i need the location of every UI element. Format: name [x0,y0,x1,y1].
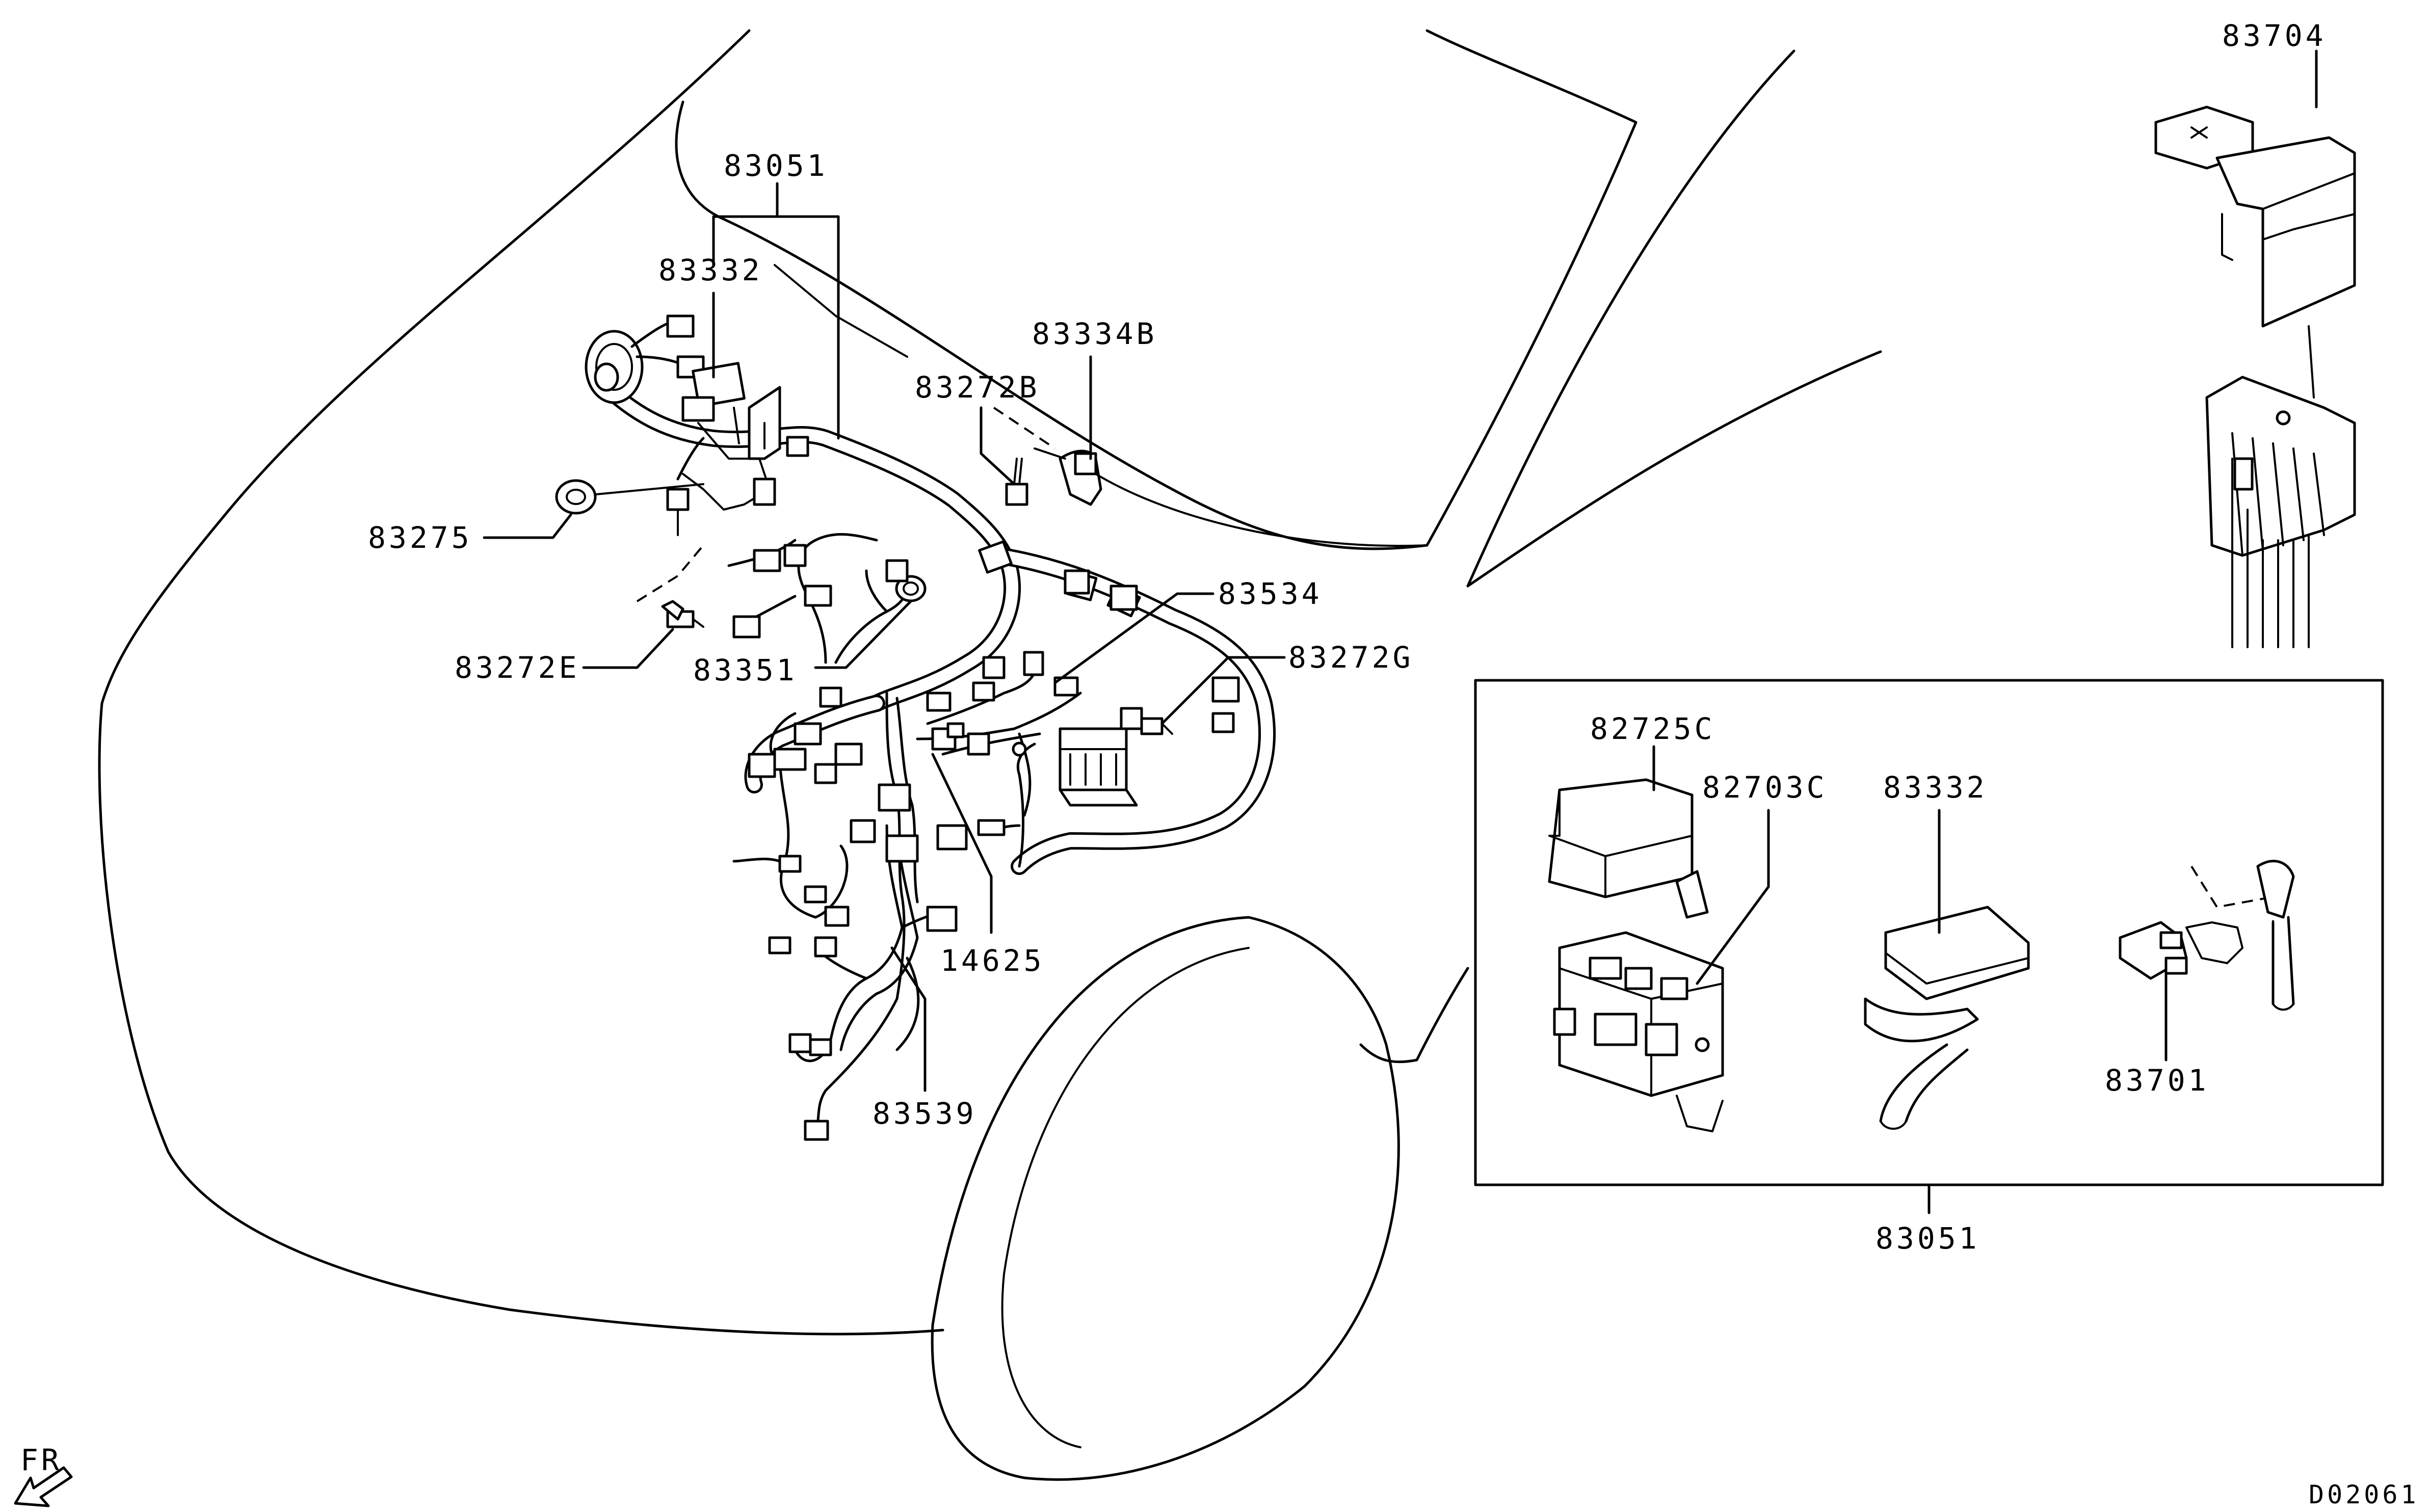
label-83272G: 83272G [1288,640,1414,675]
label-83704: 83704 [2222,18,2327,53]
part-labels: 83051 83332 83334B 83272B 83275 83272E 8… [368,18,2327,1256]
front-direction-marker: FR [14,1443,73,1507]
label-83534: 83534 [1218,576,1323,611]
component-83704 [2154,105,2356,648]
inset-leader-lines [1652,49,2318,1214]
vehicle-body-outline [98,29,1882,1481]
label-83351: 83351 [693,653,798,687]
label-83701: 83701 [2105,1063,2209,1098]
label-83272E: 83272E [455,650,580,685]
label-14625: 14625 [940,943,1045,978]
label-83051-inset: 83051 [1876,1221,1980,1256]
label-83332-top: 83332 [658,253,763,287]
diagram-id: D02061 [2309,1480,2419,1509]
label-83051-top: 83051 [724,148,828,183]
arrow-down-left-icon [14,1466,73,1507]
label-83275: 83275 [368,520,472,555]
label-83332-inset: 83332 [1883,770,1988,805]
harness-connectors [555,314,1240,1141]
front-label: FR [20,1443,62,1477]
label-83539: 83539 [873,1096,977,1131]
label-82703C: 82703C [1702,770,1828,805]
inset-panel [1474,679,2384,1186]
leader-lines [483,182,1428,1092]
label-82725C: 82725C [1590,711,1715,746]
label-83272B: 83272B [915,370,1040,405]
label-83334B: 83334B [1032,316,1157,351]
